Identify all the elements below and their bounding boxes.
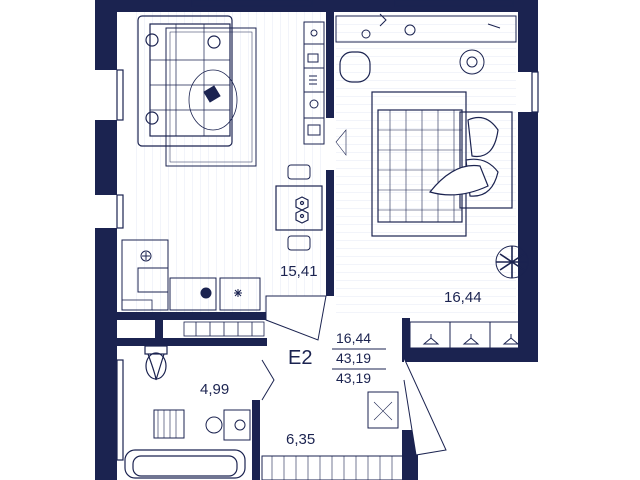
window-icon (531, 71, 539, 113)
table-icon (275, 185, 323, 231)
toilet-icon (144, 345, 168, 381)
wardrobe-icon (409, 321, 531, 349)
rug-icon (165, 27, 257, 167)
bath-mat-icon (153, 409, 223, 439)
hallway-area: 6,35 (286, 431, 315, 448)
bathroom-area: 4,99 (200, 381, 229, 398)
chairs-icon (287, 164, 311, 251)
living-kitchen-area: 15,41 (280, 263, 318, 280)
shelf-icon (303, 21, 325, 145)
bathtub-icon (124, 449, 246, 479)
window-icon (191, 0, 313, 7)
desk-chair-icon (339, 51, 371, 83)
sink-icon (169, 277, 261, 311)
door-icon (261, 129, 447, 456)
sofa-icon (137, 15, 233, 147)
washing-machine-icon (121, 299, 265, 337)
apartment-code: E2 (288, 347, 312, 369)
plant-icon (459, 49, 529, 279)
window-icon (116, 69, 124, 121)
bedroom-area: 16,44 (444, 289, 482, 306)
washbasin-icon (223, 409, 251, 441)
window-icon (116, 359, 124, 461)
desk-icon (335, 13, 517, 43)
windows (116, 0, 539, 461)
window-icon (394, 0, 514, 7)
walls (95, 0, 538, 480)
shoe-rack-icon (261, 455, 405, 480)
bed-icon (371, 91, 513, 237)
apartment-area-0: 16,44 (336, 330, 371, 346)
apartment-area-2: 43,19 (336, 370, 371, 386)
window-icon (116, 194, 124, 229)
apartment-area-1: 43,19 (336, 350, 371, 366)
hanger-icon (422, 334, 520, 345)
